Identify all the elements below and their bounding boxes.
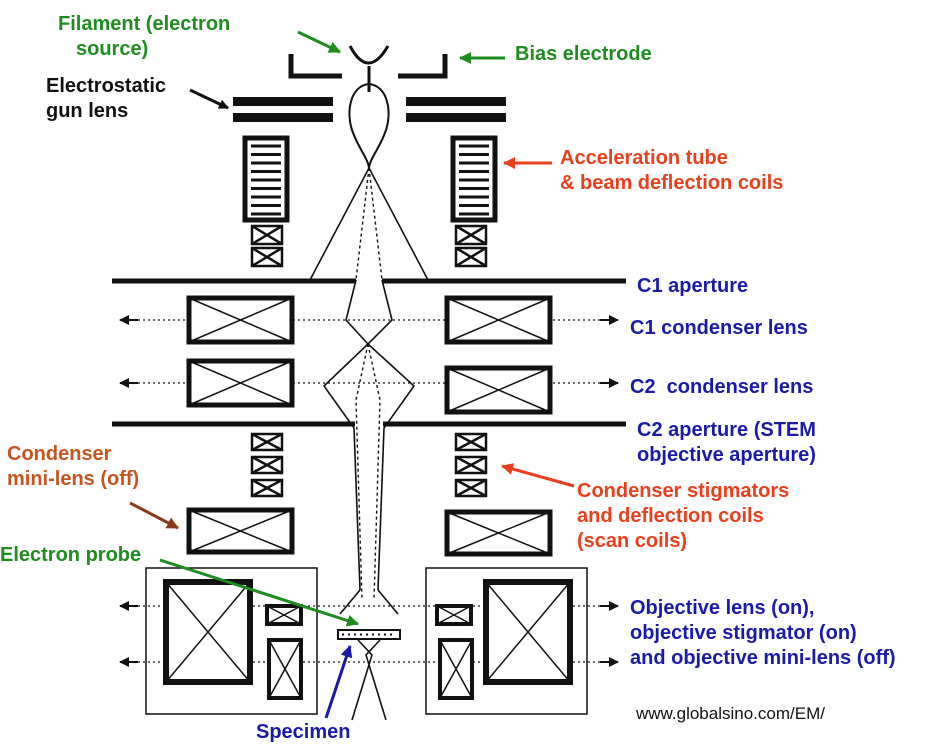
condenser-mini-lens — [186, 507, 553, 557]
c1-condenser-lens-label: C1 condenser lens — [630, 317, 808, 339]
stigmators-arrow — [501, 463, 575, 488]
filament-label: Filament (electron source) — [58, 13, 231, 60]
specimen — [337, 629, 401, 640]
specimen-arrow — [324, 645, 353, 719]
acceleration-tube — [242, 135, 498, 223]
gun-crossover-envelope — [348, 82, 390, 169]
condenser-mini-lens-label: Condenser mini-lens (off) — [7, 443, 140, 490]
gun-lens-arrow — [189, 88, 229, 110]
bias-electrode — [288, 54, 448, 79]
beam-path — [309, 167, 429, 721]
electron-gun — [288, 45, 448, 169]
acceleration-tube-label: Acceleration tube & beam deflection coil… — [560, 147, 784, 194]
filament — [348, 45, 390, 92]
objective-lens-label: Objective lens (on), objective stigmator… — [630, 597, 896, 669]
condenser-mini-arrow — [129, 501, 179, 530]
electrostatic-gun-lens — [233, 97, 506, 122]
beam-path-dashed — [355, 167, 383, 601]
stigmators-label: Condenser stigmators and deflection coil… — [577, 480, 790, 552]
electron-probe-arrow — [159, 558, 359, 627]
specimen-label: Specimen — [256, 721, 351, 743]
objective-lens-assembly — [119, 567, 619, 715]
bias-electrode-label: Bias electrode — [515, 43, 652, 65]
c1-condenser-lens — [119, 295, 619, 345]
c2-condenser-lens — [119, 358, 619, 415]
beam-deflection-coils — [250, 224, 488, 268]
filament-arrow — [297, 30, 341, 54]
c1-aperture-label: C1 aperture — [637, 275, 749, 297]
gun-lens-label: Electrostatic gun lens — [46, 75, 167, 122]
condenser-stigmators — [250, 432, 488, 498]
c2-condenser-lens-label: C2 condenser lens — [630, 376, 814, 398]
electron-probe-label: Electron probe — [0, 544, 142, 566]
c2-aperture-label: C2 aperture (STEM objective aperture) — [637, 419, 816, 466]
credit-url: www.globalsino.com/EM/ — [636, 704, 825, 723]
